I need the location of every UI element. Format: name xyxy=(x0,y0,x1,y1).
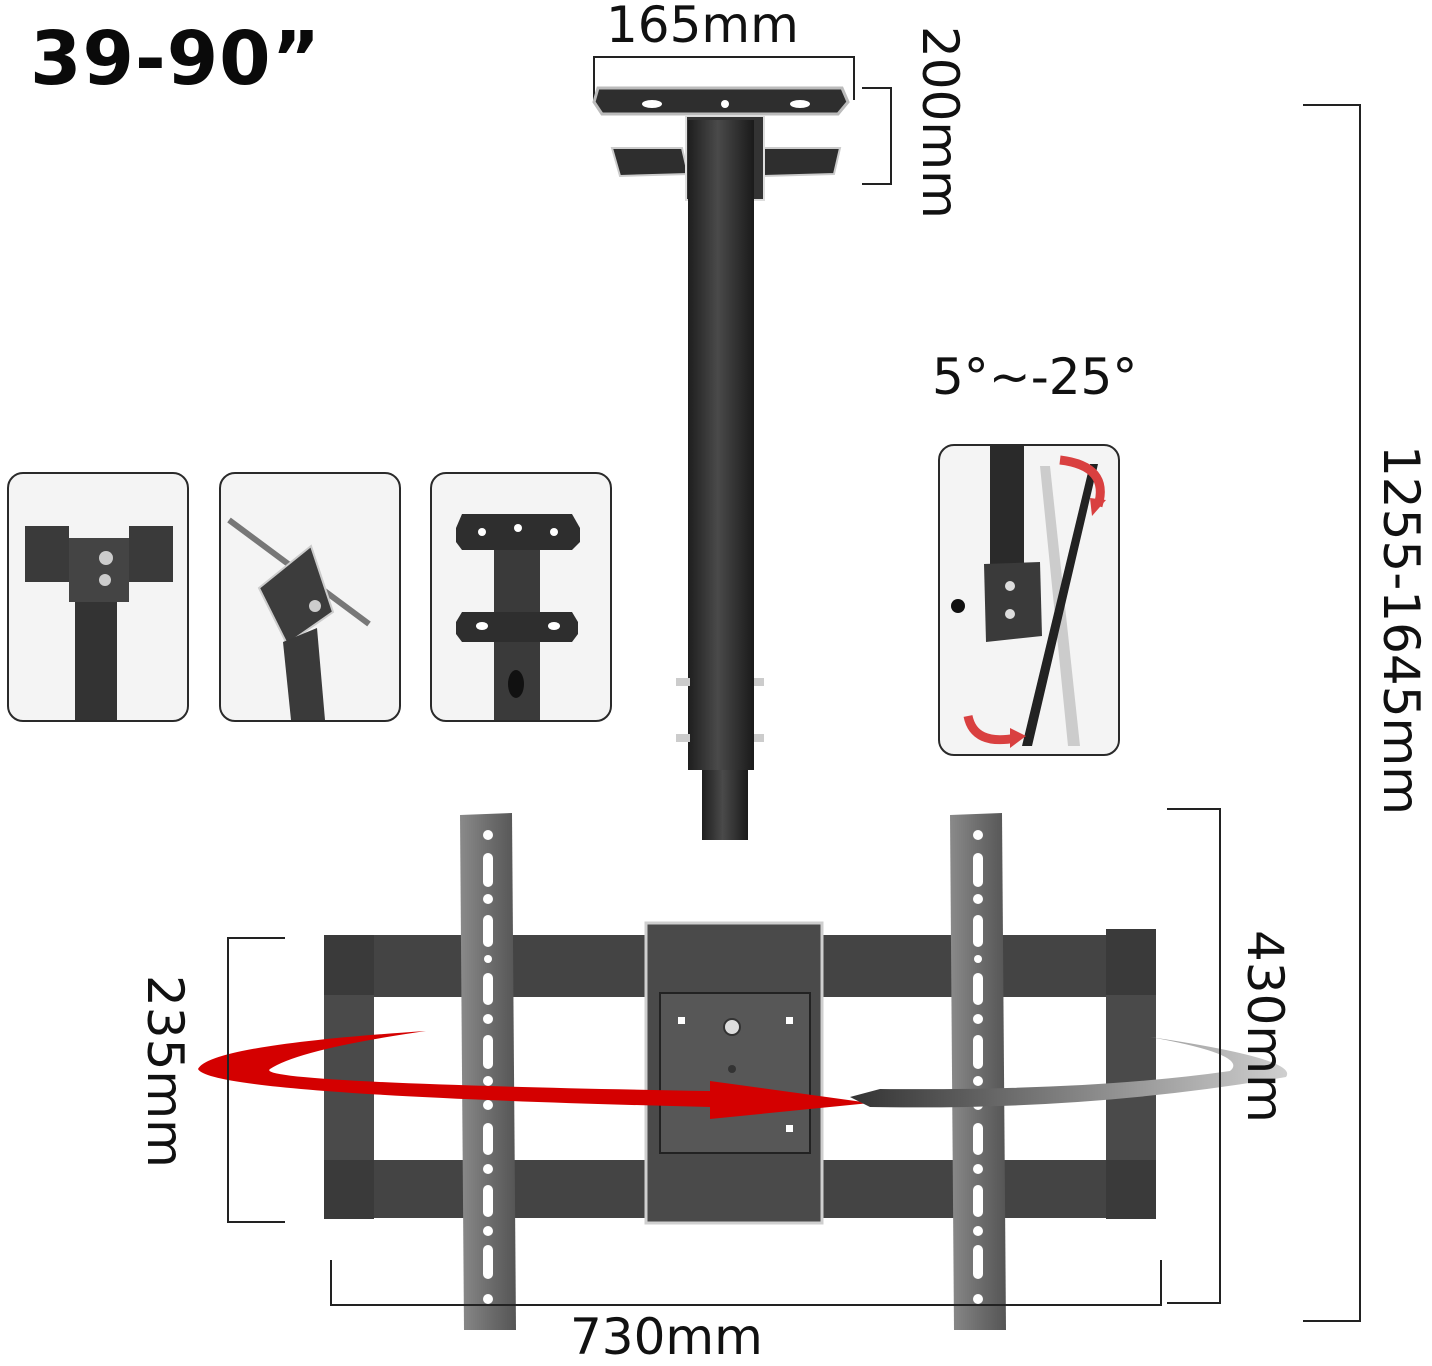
ceiling-plate-height-label: 200mm xyxy=(911,26,969,219)
tilt-demo-thumbnail xyxy=(938,444,1120,756)
ceiling-plate-width-bracket xyxy=(593,56,855,100)
ceiling-plate-detail-thumbnail xyxy=(430,472,612,722)
frame-height-label: 235mm xyxy=(136,975,194,1168)
screen-size-title: 39-90” xyxy=(30,16,322,102)
bracket-height-bracket xyxy=(1167,808,1221,1304)
bracket-width-bracket xyxy=(330,1260,1162,1306)
tv-mount-bracket xyxy=(320,805,1160,1365)
ceiling-plate-width-label: 165mm xyxy=(606,0,799,54)
ceiling-plate-height-bracket xyxy=(862,87,892,185)
ceiling-mount-pole xyxy=(590,80,870,840)
bracket-height-label: 430mm xyxy=(1236,930,1294,1123)
bracket-width-label: 730mm xyxy=(570,1308,763,1366)
swivel-rotation-arrow-icon xyxy=(190,1025,1290,1125)
frame-height-bracket xyxy=(227,937,285,1223)
top-joint-detail-thumbnail xyxy=(7,472,189,722)
tilt-range-label: 5°~-25° xyxy=(932,348,1138,406)
tilt-joint-detail-thumbnail xyxy=(219,472,401,722)
total-height-label: 1255-1645mm xyxy=(1372,445,1430,815)
total-height-bracket xyxy=(1303,104,1361,1322)
